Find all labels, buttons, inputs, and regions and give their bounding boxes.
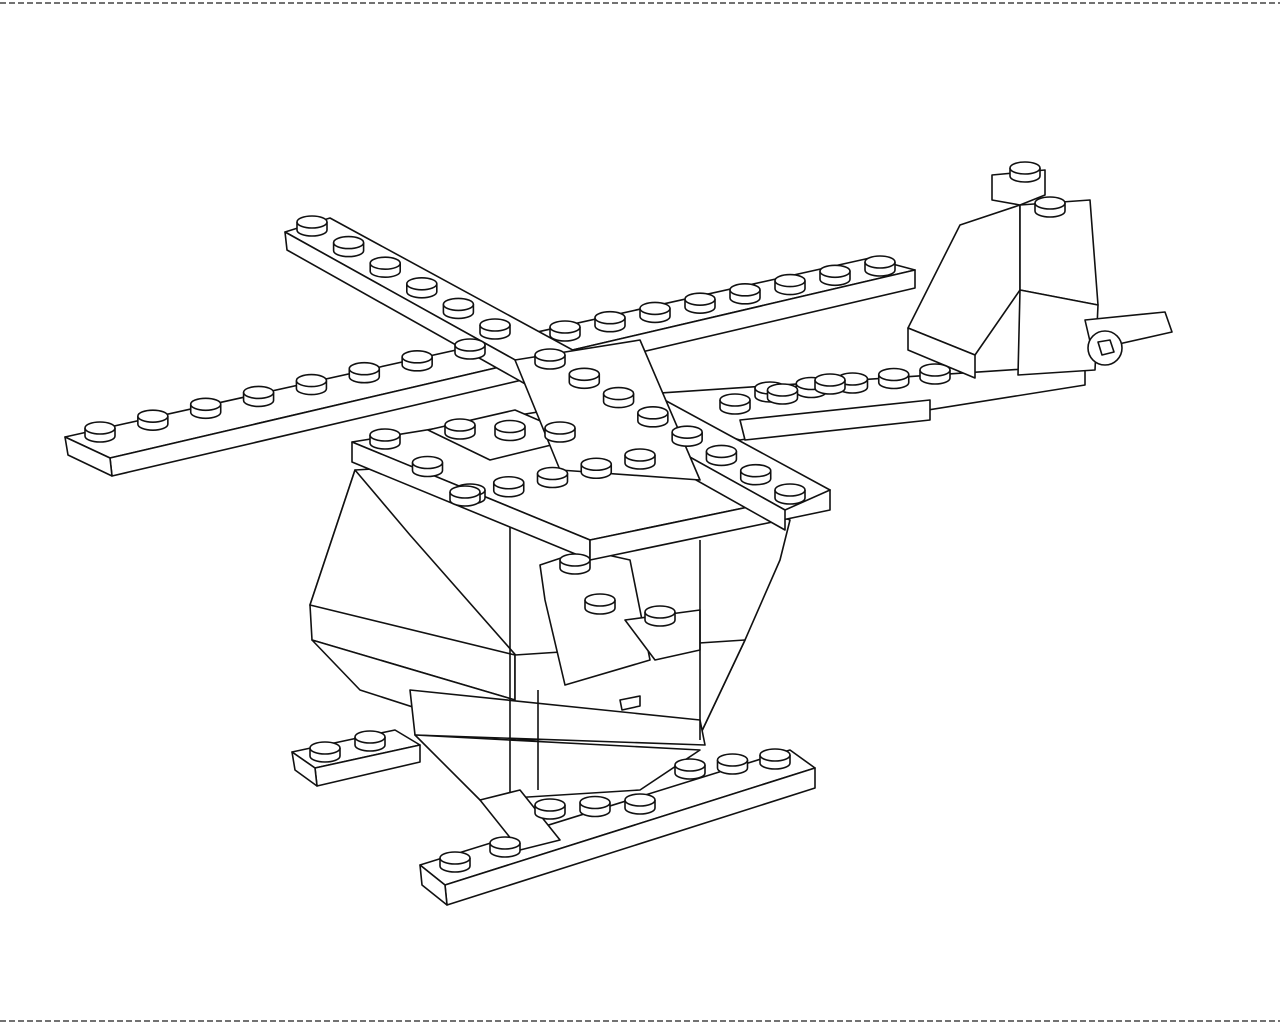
stud [536,466,569,489]
stud [579,795,611,818]
stud [580,457,613,480]
stud [534,348,566,370]
stud [919,363,951,385]
stud [624,448,656,470]
stud [309,741,341,763]
stud [766,383,799,405]
stud [296,215,328,237]
stud [348,361,381,384]
stud [819,264,851,287]
stud [332,235,365,258]
stud [369,256,402,278]
stud [401,350,433,372]
stud [594,310,626,333]
stud [84,421,116,443]
stud [544,421,576,443]
stud [494,419,526,442]
stud [479,318,511,340]
stud [671,425,703,447]
stud [674,758,706,780]
stud [864,255,896,277]
stud [439,851,471,873]
stud [549,320,581,342]
stud [568,367,601,390]
stud [602,386,635,409]
stud [442,297,475,320]
stud [492,475,525,498]
stud [684,292,716,314]
stud [814,373,846,395]
stud [644,605,676,627]
stud [489,836,521,858]
stud [716,753,749,775]
stud [637,406,669,428]
stud [295,373,328,396]
stud [759,748,791,770]
stud [354,730,386,752]
stud [454,338,486,360]
stud [449,485,481,507]
stud [705,444,738,467]
stud [444,418,476,440]
stud [639,301,671,324]
stud [774,483,806,505]
stud [1009,161,1041,183]
stud [405,276,438,299]
stud [559,553,591,575]
stud [1034,196,1066,218]
stud [774,273,806,296]
stud [189,397,222,420]
stud [534,798,566,820]
stud [369,428,401,450]
stud [137,409,169,431]
stud [739,463,772,486]
stud [719,393,751,415]
studs [84,161,1066,873]
stud [624,793,656,815]
stud [242,385,275,408]
stud [411,455,444,478]
stud [877,367,910,390]
stud [729,283,761,305]
stud [584,593,616,615]
